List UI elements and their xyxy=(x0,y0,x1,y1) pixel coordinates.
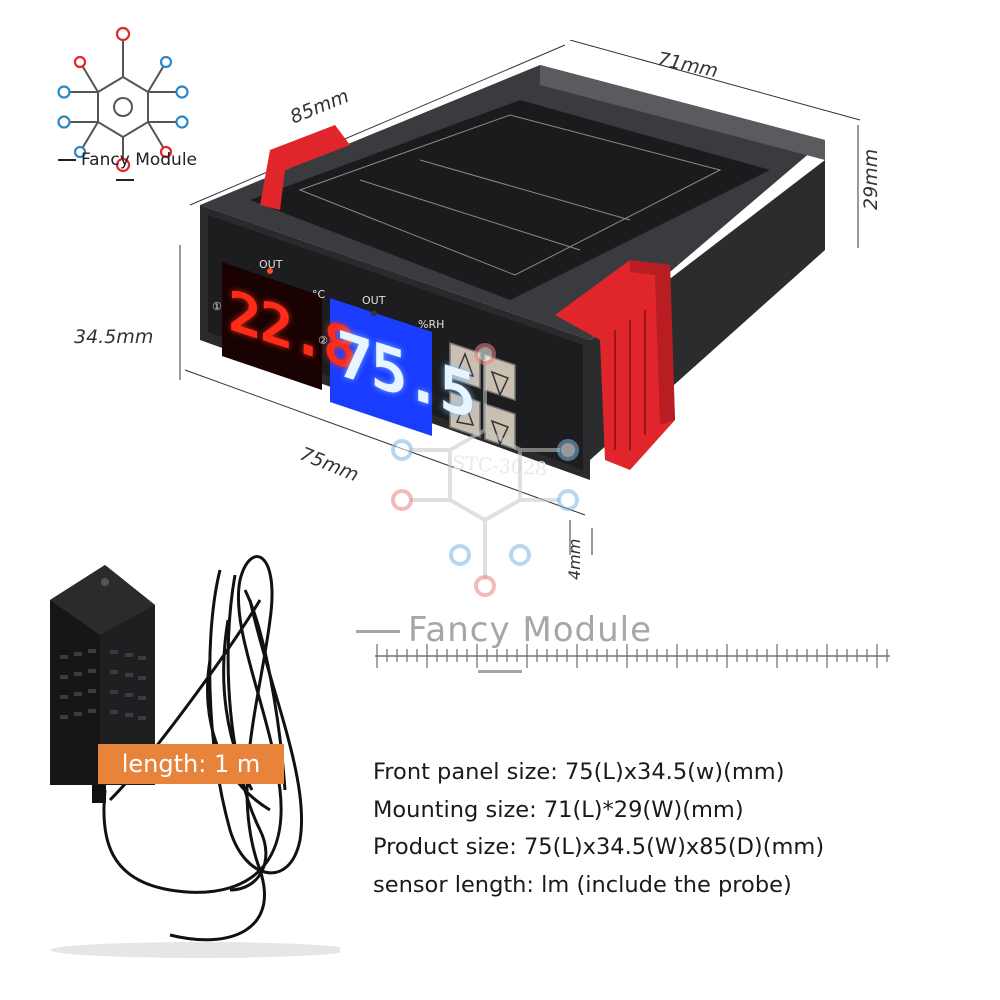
ruler-scale-icon xyxy=(375,644,890,668)
spec-sensor-length: sensor length: lm (include the probe) xyxy=(373,871,792,898)
spec-front-panel: Front panel size: 75(L)x34.5(w)(mm) xyxy=(373,759,785,785)
channel-1-label: ① xyxy=(212,300,222,313)
front-height-dimension-label: 34.5mm xyxy=(74,326,154,348)
logo-brand-text: Fancy Module xyxy=(40,150,210,190)
spec-mounting-size: Mounting size: 71(L)*29(W)(mm) xyxy=(373,796,744,823)
watermark-text: Fancy Module xyxy=(320,610,680,690)
watermark-circuit-icon xyxy=(391,343,579,597)
thermostat-controller-image xyxy=(179,40,861,555)
sensor-length-badge: length: 1 m xyxy=(98,744,284,784)
temp-unit-label: °C xyxy=(312,288,326,301)
fancy-module-logo-icon xyxy=(57,26,189,173)
product-specs: Front panel size: 75(L)x34.5(w)(mm) Moun… xyxy=(373,754,973,904)
spec-product-size: Product size: 75(L)x34.5(W)x85(D)(mm) xyxy=(373,834,825,860)
humidity-sensor-probe-image xyxy=(50,555,340,958)
mount-height-dimension-label: 29mm xyxy=(860,148,882,210)
out-label-1: OUT xyxy=(259,258,283,271)
out-label-2: OUT xyxy=(362,294,386,307)
humidity-unit-label: %RH xyxy=(418,318,445,331)
channel-2-label: ② xyxy=(318,334,328,347)
